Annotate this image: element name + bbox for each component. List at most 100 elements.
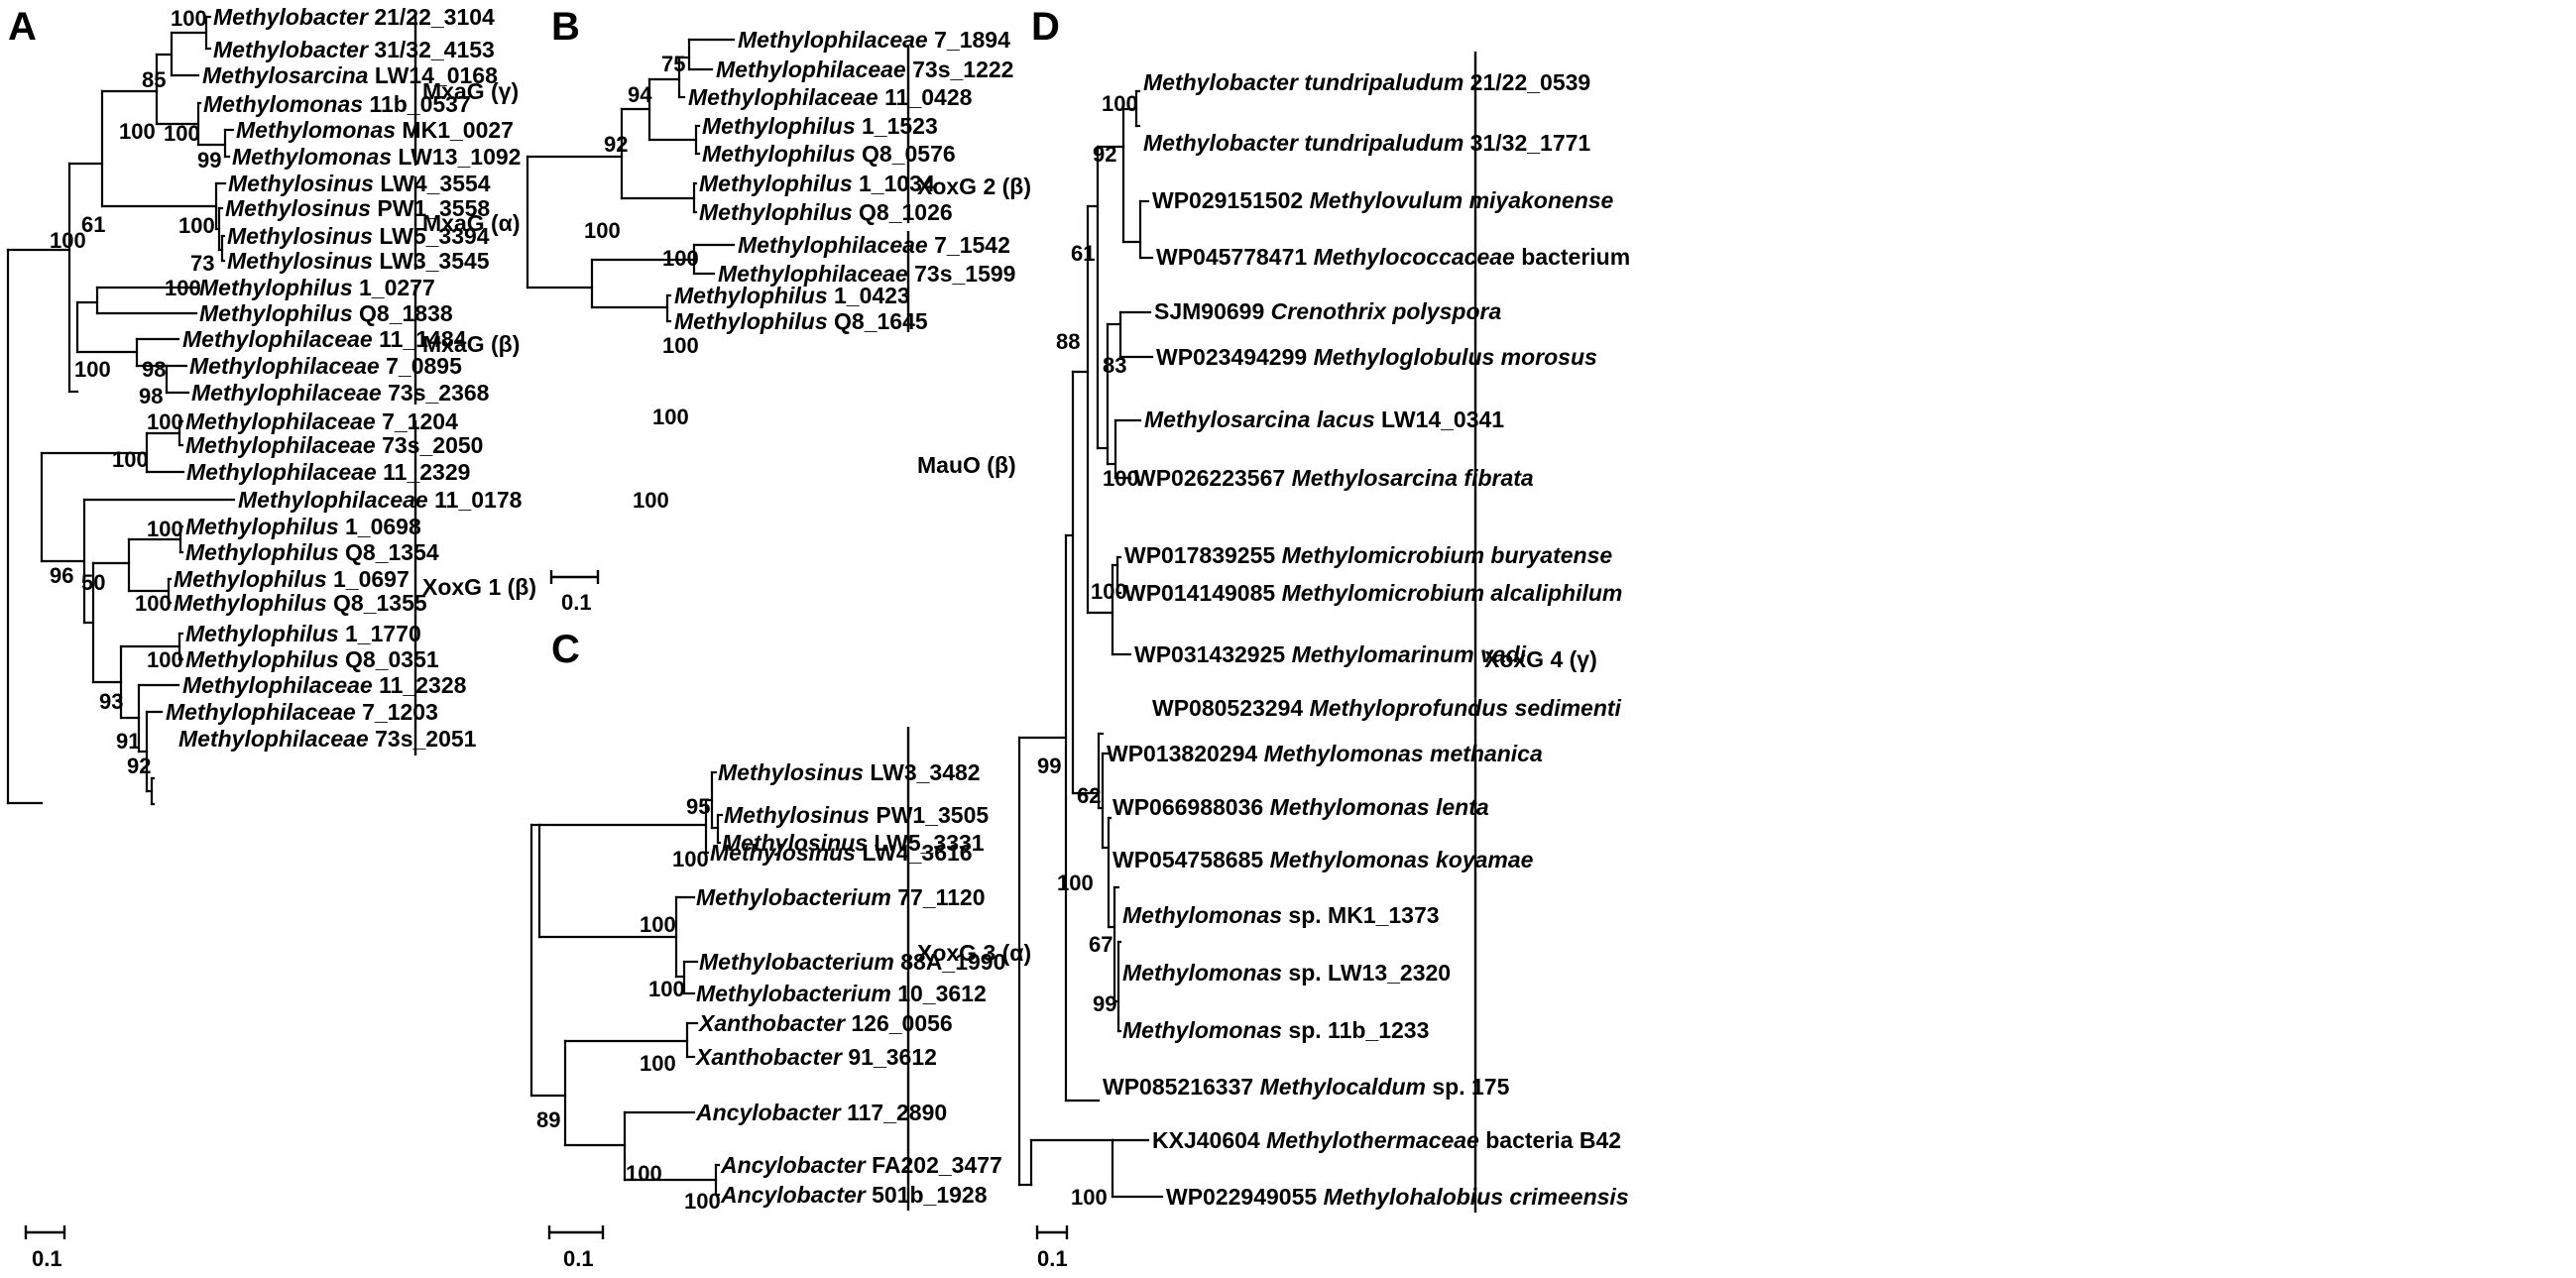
scale-bar-c: 0.1	[547, 1225, 605, 1271]
tree-d-bootstraps: 100 92 61 83 88 100 100 99 62 100 67 99 …	[1037, 91, 1139, 1210]
clade-label: MxaG (γ)	[422, 78, 519, 104]
bootstrap-value: 100	[147, 647, 183, 672]
scale-bar-d: 0.1	[1035, 1225, 1069, 1271]
leaf-label: WP022949055 Methylohalobius crimeensis	[1166, 1184, 1629, 1210]
leaf-label: Methylosinus LW5_3331	[722, 830, 985, 856]
leaf-label: WP054758685 Methylomonas koyamae	[1112, 847, 1534, 872]
tree-b-bootstraps: 75 94 92 100 100 100 100 100	[584, 52, 699, 513]
bootstrap-value: 73	[190, 251, 214, 276]
bootstrap-value: 100	[135, 591, 172, 616]
leaf-label: Ancylobacter 501b_1928	[720, 1182, 988, 1208]
panel-c: C	[529, 628, 1031, 1271]
bootstrap-value: 100	[74, 357, 111, 382]
leaf-label: Methylophilus Q8_1645	[674, 308, 928, 334]
leaf-label: Methylomonas MK1_0027	[236, 117, 514, 143]
leaf-label: Methylomonas 11b_0537	[203, 91, 471, 117]
leaf-label: SJM90699 Crenothrix polyspora	[1154, 298, 1501, 324]
bootstrap-value: 100	[1102, 91, 1138, 116]
tree-a-leaves: Methylobacter 21/22_3104 Methylobacter 3…	[166, 4, 523, 752]
leaf-label: WP085216337 Methylocaldum sp. 175	[1103, 1074, 1510, 1100]
leaf-label: Methylobacter tundripaludum 21/22_0539	[1143, 69, 1590, 95]
bootstrap-value: 61	[1071, 241, 1095, 266]
bootstrap-value: 83	[1103, 353, 1126, 378]
bootstrap-value: 100	[1103, 466, 1139, 491]
clade-label: XoxG 1 (β)	[422, 574, 536, 600]
clade-label: MxaG (α)	[422, 210, 520, 236]
tree-c-leaves: Methylosinus LW3_3482 Methylosinus PW1_3…	[694, 759, 1005, 1208]
leaf-label: WP080523294 Methyloprofundus sedimenti	[1152, 695, 1622, 721]
leaf-label: Ancylobacter 117_2890	[695, 1100, 947, 1125]
tree-b-leaves: Methylophilaceae 7_1894 Methylophilaceae…	[674, 27, 1015, 334]
bootstrap-value: 99	[1093, 991, 1116, 1016]
bootstrap-value: 62	[1077, 783, 1101, 808]
tree-a-bootstraps: 100 85 100 100 99 61 100 73 100 100 100 …	[50, 6, 221, 778]
tree-d-clades: XoxG 4 (γ)	[1473, 52, 1597, 1213]
leaf-label: WP023494299 Methyloglobulus morosus	[1156, 344, 1597, 370]
leaf-label: Methylosinus LW3_3482	[718, 759, 981, 785]
leaf-label: Methylobacter 31/32_4153	[213, 37, 495, 62]
leaf-label: Methylosinus PW1_3505	[724, 802, 989, 828]
scale-label: 0.1	[563, 1246, 594, 1271]
leaf-label: Methylophilaceae 11_2328	[182, 672, 467, 698]
bootstrap-value: 100	[165, 276, 201, 300]
panel-a: A	[6, 4, 536, 1271]
leaf-label: Methylophilaceae 7_1203	[166, 699, 438, 725]
bootstrap-value: 100	[119, 119, 156, 144]
leaf-label: Methylophilus Q8_0576	[702, 141, 956, 167]
bootstrap-value: 100	[648, 977, 685, 1001]
leaf-label: Methylophilus 1_0698	[185, 514, 421, 539]
leaf-label: Methylophilaceae 73s_2050	[185, 432, 483, 458]
tree-b-clades: XoxG 2 (β) MauO (β)	[906, 45, 1031, 478]
bootstrap-value: 100	[147, 409, 183, 434]
bootstrap-value: 92	[604, 132, 628, 157]
leaf-label: WP031432925 Methylomarinum vadi	[1134, 641, 1527, 667]
tree-c-bootstraps: 95 100 100 100 100 100 100 89	[536, 794, 721, 1214]
leaf-label: Methylobacterium 10_3612	[696, 981, 987, 1006]
clade-label: XoxG 4 (γ)	[1484, 646, 1597, 672]
leaf-label: Xanthobacter 126_0056	[697, 1010, 953, 1036]
leaf-label: Methylophilaceae 7_1542	[738, 232, 1010, 258]
leaf-label: Methylophilus 1_1770	[185, 621, 421, 646]
leaf-label: Methylosarcina lacus LW14_0341	[1144, 407, 1504, 432]
leaf-label: WP029151502 Methylovulum miyakonense	[1152, 187, 1614, 213]
bootstrap-value: 100	[164, 121, 200, 146]
panel-b: B	[526, 5, 1031, 615]
leaf-label: Methylosinus LW3_3545	[227, 248, 490, 274]
bootstrap-value: 100	[147, 517, 183, 541]
panel-letter-c: C	[551, 628, 580, 671]
leaf-label: Xanthobacter 91_3612	[694, 1044, 937, 1070]
leaf-label: Methylophilaceae 11_0178	[238, 487, 523, 513]
bootstrap-value: 94	[628, 82, 652, 107]
tree-d-leaves: Methylobacter tundripaludum 21/22_0539 M…	[1103, 69, 1630, 1210]
tree-c-branches	[529, 770, 724, 1197]
panel-d: D	[1017, 5, 1630, 1271]
bootstrap-value: 100	[171, 6, 207, 31]
leaf-label: Methylophilaceae 11_0428	[688, 84, 973, 110]
bootstrap-value: 100	[684, 1189, 721, 1214]
leaf-label: Methylobacter tundripaludum 31/32_1771	[1143, 130, 1590, 156]
leaf-label: Methylophilus Q8_1838	[199, 300, 453, 326]
leaf-label: WP017839255 Methylomicrobium buryatense	[1124, 542, 1612, 568]
bootstrap-value: 91	[116, 729, 140, 754]
clade-label: MauO (β)	[917, 452, 1016, 478]
leaf-label: Methylosinus LW5_3394	[227, 223, 490, 249]
leaf-label: Methylophilaceae 73s_2368	[191, 380, 490, 406]
bootstrap-value: 100	[112, 447, 149, 472]
bootstrap-value: 92	[1093, 142, 1116, 167]
leaf-label: Methylophilaceae 73s_1222	[716, 57, 1013, 82]
scale-label: 0.1	[32, 1246, 62, 1271]
panel-letter-d: D	[1031, 5, 1060, 49]
leaf-label: Methylobacter 21/22_3104	[213, 4, 495, 30]
scale-label: 0.1	[561, 590, 592, 615]
leaf-label: Methylobacterium 88A_1990	[699, 949, 1005, 975]
bootstrap-value: 100	[1057, 871, 1094, 895]
tree-a-clades: MxaG (γ) MxaG (α) MxaG (β) XoxG 1 (β)	[413, 15, 536, 755]
clade-label: XoxG 3 (α)	[917, 940, 1031, 966]
leaf-label: Methylophilaceae 7_0895	[189, 353, 462, 379]
leaf-label: WP026223567 Methylosarcina fibrata	[1134, 465, 1534, 491]
bootstrap-value: 85	[142, 67, 166, 92]
scale-label: 0.1	[1037, 1246, 1068, 1271]
leaf-label: Methylosinus LW4_3554	[228, 171, 491, 196]
bootstrap-value: 50	[81, 570, 105, 595]
bootstrap-value: 75	[661, 52, 685, 76]
